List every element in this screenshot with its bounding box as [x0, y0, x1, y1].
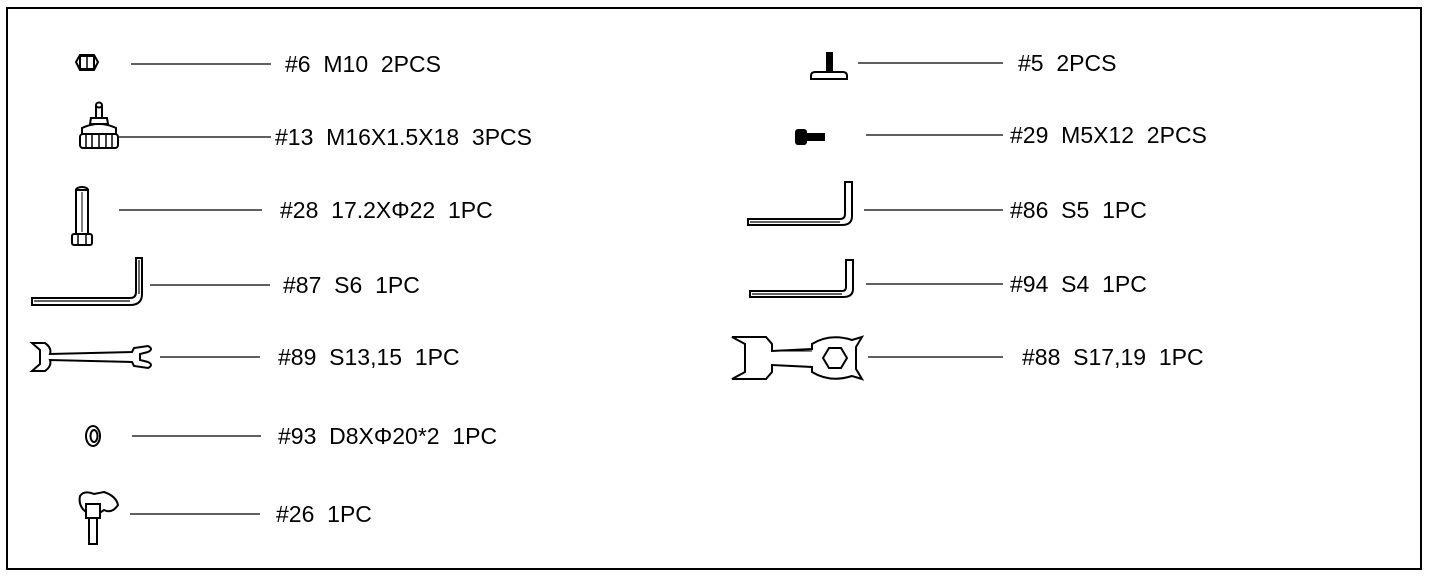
washer-icon [85, 425, 101, 447]
wing-knob-bolt-icon [78, 490, 120, 545]
part-label-86: #86 S5 1PC [1010, 197, 1147, 223]
flanged-fitting-icon [79, 101, 119, 149]
allen-key-icon [31, 257, 143, 306]
part-label-88: #88 S17,19 1PC [1022, 344, 1204, 370]
part-label-29: #29 M5X12 2PCS [1010, 122, 1207, 148]
open-end-wrench-icon [29, 342, 152, 372]
allen-key-icon [747, 181, 853, 226]
part-label-26: #26 1PC [276, 501, 372, 527]
double-head-wrench-icon [731, 335, 865, 381]
socket-cap-screw-icon [795, 129, 825, 145]
axle-bolt-icon [71, 186, 93, 246]
part-label-13: #13 M16X1.5X18 3PCS [275, 124, 532, 150]
part-label-89: #89 S13,15 1PC [278, 344, 460, 370]
part-label-87: #87 S6 1PC [283, 272, 420, 298]
rubber-foot-icon [810, 52, 848, 80]
part-label-93: #93 D8XΦ20*2 1PC [278, 423, 498, 449]
allen-key-icon [749, 259, 854, 298]
parts-diagram-frame [6, 7, 1422, 570]
hex-nut-icon [74, 54, 100, 71]
part-label-94: #94 S4 1PC [1010, 271, 1147, 297]
part-label-28: #28 17.2XΦ22 1PC [280, 197, 493, 223]
part-label-6: #6 M10 2PCS [285, 51, 441, 77]
part-label-5: #5 2PCS [1018, 50, 1117, 76]
